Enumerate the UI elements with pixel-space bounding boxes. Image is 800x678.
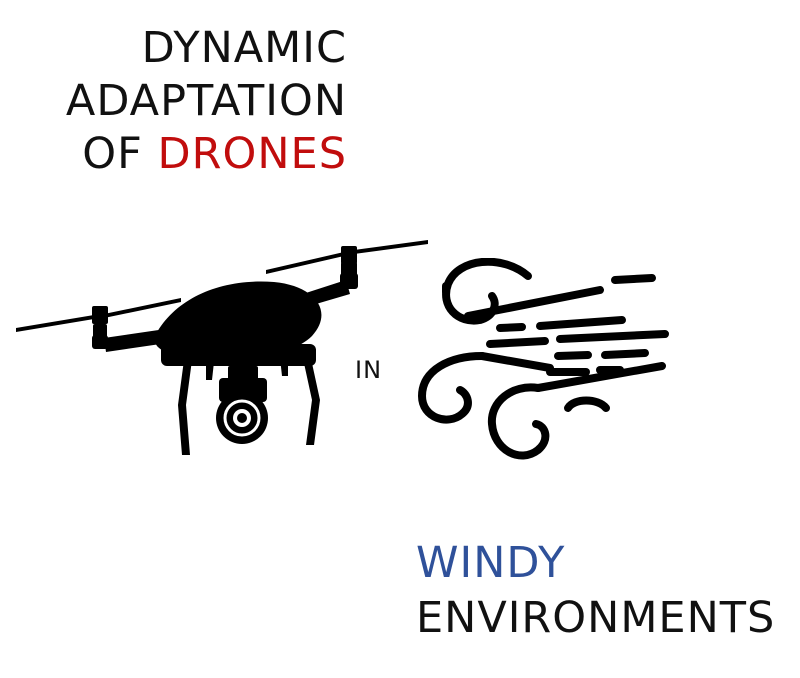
title-of-text: OF (82, 129, 158, 179)
drone-icon (16, 240, 428, 455)
title-line-of-drones: OF DRONES (66, 128, 347, 181)
title-line-adaptation: ADAPTATION (65, 76, 347, 126)
wind-icon (417, 258, 669, 460)
subtitle-environments: ENVIRONMENTS (416, 593, 776, 643)
title-line-dynamic: DYNAMIC (141, 23, 347, 73)
subtitle-windy: WINDY (416, 538, 566, 588)
subtitle-block: WINDY ENVIRONMENTS (416, 536, 775, 646)
title-block: DYNAMIC ADAPTATION OF DRONES (66, 22, 347, 181)
title-drones-text: DRONES (157, 129, 347, 179)
connector-in: IN (355, 356, 383, 384)
